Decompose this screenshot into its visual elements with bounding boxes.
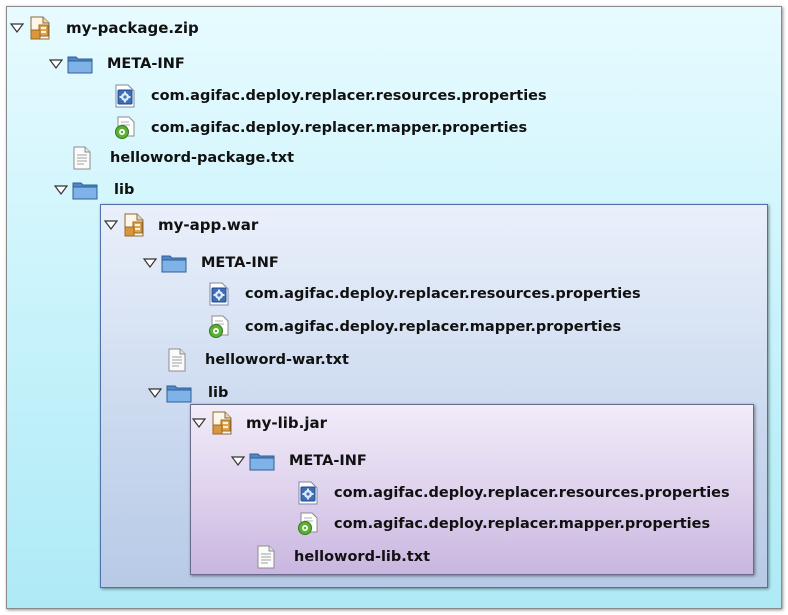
gear-properties-icon: [207, 282, 231, 306]
tree-node-war-meta-inf[interactable]: META-INF: [143, 251, 279, 275]
expanded-triangle-icon[interactable]: [54, 184, 68, 196]
war-resources-properties-label: com.agifac.deploy.replacer.resources.pro…: [245, 286, 641, 302]
war-txt-label: helloword-war.txt: [205, 352, 349, 368]
expanded-triangle-icon[interactable]: [192, 417, 206, 429]
green-gear-properties-icon: [207, 315, 231, 339]
zip-mapper-properties-label: com.agifac.deploy.replacer.mapper.proper…: [151, 120, 528, 136]
archive-icon: [122, 213, 146, 237]
tree-node-zip-meta-inf[interactable]: META-INF: [49, 52, 185, 76]
zip-lib-label: lib: [114, 182, 135, 198]
jar-mapper-properties-label: com.agifac.deploy.replacer.mapper.proper…: [334, 516, 711, 532]
war-lib-label: lib: [208, 385, 229, 401]
tree-node-war-resources-properties[interactable]: com.agifac.deploy.replacer.resources.pro…: [207, 282, 641, 306]
green-gear-properties-icon: [113, 116, 137, 140]
tree-node-war[interactable]: my-app.war: [104, 213, 258, 237]
folder-icon: [72, 178, 98, 202]
jar-panel: [190, 404, 754, 575]
tree-node-zip-mapper-properties[interactable]: com.agifac.deploy.replacer.mapper.proper…: [113, 116, 527, 140]
war-label: my-app.war: [158, 216, 259, 234]
tree-node-jar[interactable]: my-lib.jar: [192, 411, 327, 435]
gear-properties-icon: [113, 84, 137, 108]
zip-meta-inf-label: META-INF: [107, 56, 185, 72]
war-meta-inf-label: META-INF: [201, 255, 279, 271]
text-file-icon: [165, 348, 189, 372]
zip-label: my-package.zip: [66, 19, 199, 37]
folder-icon: [161, 251, 187, 275]
text-file-icon: [70, 146, 94, 170]
tree-node-zip-lib[interactable]: lib: [54, 178, 134, 202]
tree-node-jar-txt[interactable]: helloword-lib.txt: [254, 545, 430, 569]
tree-node-zip-resources-properties[interactable]: com.agifac.deploy.replacer.resources.pro…: [113, 84, 547, 108]
tree-node-jar-meta-inf[interactable]: META-INF: [231, 449, 367, 473]
zip-resources-properties-label: com.agifac.deploy.replacer.resources.pro…: [151, 88, 547, 104]
expanded-triangle-icon[interactable]: [49, 58, 63, 70]
archive-icon: [210, 411, 234, 435]
tree-node-war-mapper-properties[interactable]: com.agifac.deploy.replacer.mapper.proper…: [207, 315, 621, 339]
text-file-icon: [254, 545, 278, 569]
tree-node-zip[interactable]: my-package.zip: [10, 16, 199, 40]
tree-node-zip-txt[interactable]: helloword-package.txt: [70, 146, 294, 170]
expanded-triangle-icon[interactable]: [10, 22, 24, 34]
war-mapper-properties-label: com.agifac.deploy.replacer.mapper.proper…: [245, 319, 622, 335]
archive-icon: [28, 16, 52, 40]
jar-label: my-lib.jar: [246, 414, 328, 432]
expanded-triangle-icon[interactable]: [104, 219, 118, 231]
tree-node-war-lib[interactable]: lib: [148, 381, 228, 405]
green-gear-properties-icon: [296, 512, 320, 536]
expanded-triangle-icon[interactable]: [143, 257, 157, 269]
tree-node-war-txt[interactable]: helloword-war.txt: [165, 348, 349, 372]
expanded-triangle-icon[interactable]: [231, 455, 245, 467]
folder-icon: [67, 52, 93, 76]
gear-properties-icon: [296, 481, 320, 505]
tree-node-jar-mapper-properties[interactable]: com.agifac.deploy.replacer.mapper.proper…: [296, 512, 710, 536]
tree-node-jar-resources-properties[interactable]: com.agifac.deploy.replacer.resources.pro…: [296, 481, 730, 505]
jar-resources-properties-label: com.agifac.deploy.replacer.resources.pro…: [334, 485, 730, 501]
jar-txt-label: helloword-lib.txt: [294, 549, 431, 565]
folder-icon: [166, 381, 192, 405]
folder-icon: [249, 449, 275, 473]
jar-meta-inf-label: META-INF: [289, 453, 367, 469]
expanded-triangle-icon[interactable]: [148, 387, 162, 399]
zip-txt-label: helloword-package.txt: [110, 150, 295, 166]
